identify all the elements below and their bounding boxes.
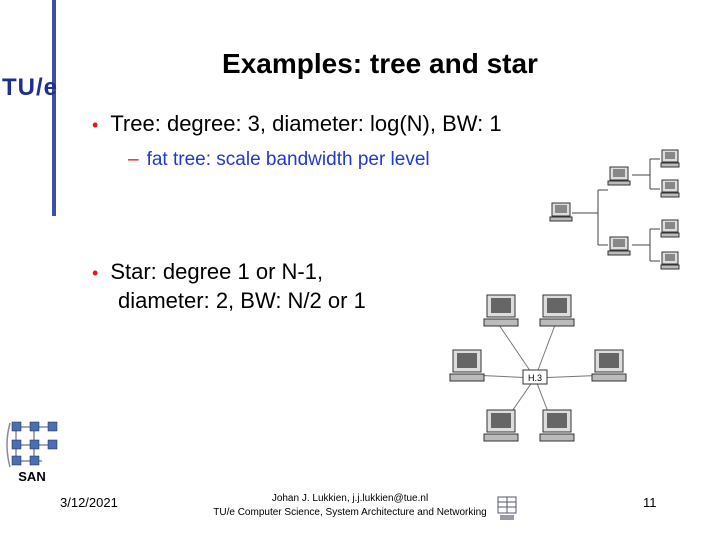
- bullet-tree: • Tree: degree: 3, diameter: log(N), BW: …: [92, 110, 502, 139]
- bullet-dot-icon: •: [92, 263, 99, 283]
- star-computer-icon: [539, 409, 575, 442]
- footer-date: 3/12/2021: [60, 495, 118, 510]
- star-hub: H.3: [522, 369, 548, 385]
- sub-bullet-dash-icon: –: [128, 149, 139, 170]
- footer-author: Johan J. Lukkien, j.j.lukkien@tue.nl: [271, 493, 429, 504]
- footer-department: TU/e Computer Science, System Architectu…: [213, 507, 487, 518]
- department-logo-icon: [497, 496, 517, 520]
- star-computer-icon: [483, 294, 519, 327]
- star-computer-icon: [483, 409, 519, 442]
- bullet-star-line1: Star: degree 1 or N-1,: [110, 259, 324, 284]
- star-computer-icon: [591, 349, 627, 382]
- san-logo-text: SAN: [18, 469, 45, 484]
- tree-computer-icon: [660, 251, 680, 270]
- footer-credits: Johan J. Lukkien, j.j.lukkien@tue.nl TU/…: [210, 492, 490, 520]
- star-hub-label: H.3: [528, 373, 542, 383]
- tree-computer-icon: [607, 236, 631, 256]
- bullet-dot-icon: •: [92, 115, 99, 135]
- tree-computer-icon: [549, 202, 573, 222]
- slide-title: Examples: tree and star: [222, 48, 538, 79]
- star-network-diagram: H.3: [449, 294, 627, 442]
- bullet-star: • Star: degree 1 or N-1, diameter: 2, BW:…: [92, 258, 366, 315]
- tree-computer-icon: [660, 179, 680, 198]
- tree-network-diagram: [549, 149, 680, 270]
- star-computer-icon: [539, 294, 575, 327]
- sub-bullet-fat-tree-text: fat tree: scale bandwidth per level: [146, 149, 430, 170]
- star-computer-icon: [449, 349, 485, 382]
- vertical-divider: [52, 0, 56, 216]
- bullet-tree-text: Tree: degree: 3, diameter: log(N), BW: 1: [110, 111, 502, 136]
- tree-computer-icon: [607, 166, 631, 186]
- san-logo: SAN: [6, 421, 58, 484]
- tree-computer-icon: [660, 219, 680, 238]
- bullet-star-line2: diameter: 2, BW: N/2 or 1: [118, 288, 366, 313]
- tue-logo: TU/e: [2, 74, 59, 101]
- tree-computer-icon: [660, 149, 680, 168]
- page-number: 11: [643, 495, 657, 510]
- sub-bullet-fat-tree: –fat tree: scale bandwidth per level: [128, 148, 430, 172]
